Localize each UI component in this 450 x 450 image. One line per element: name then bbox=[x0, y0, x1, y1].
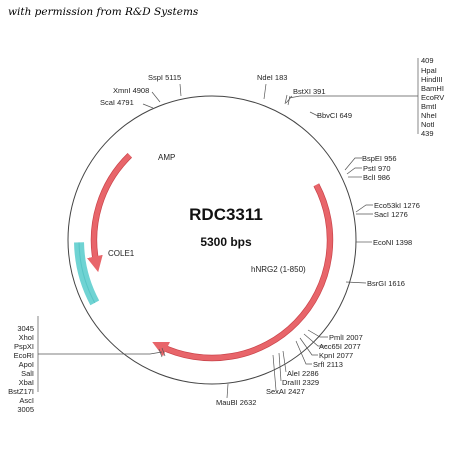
svg-text:XmnI 4908: XmnI 4908 bbox=[113, 86, 149, 95]
site-bsrgi: BsrGI 1616 bbox=[345, 279, 405, 288]
mcs-marker-bottom bbox=[158, 347, 166, 358]
site-bcli: BclI 986 bbox=[363, 173, 390, 182]
plasmid-name: RDC3311 bbox=[189, 205, 263, 224]
feature-layer bbox=[74, 153, 334, 362]
svg-text:EcoNI 1398: EcoNI 1398 bbox=[373, 238, 412, 247]
site-bspei: BspEI 956 bbox=[362, 154, 397, 163]
site-acc65i: Acc65I 2077 bbox=[319, 342, 361, 351]
site-group-eco53ki: Eco53kI 1276 SacI 1276 bbox=[355, 201, 420, 219]
mcs-right-block: 409 HpaI HindIII BamHI EcoRV BmtI NheI N… bbox=[288, 56, 444, 138]
mcs-left-8: AscI bbox=[19, 396, 34, 405]
site-psti: PstI 970 bbox=[363, 164, 391, 173]
feature-arc-edge-cole1 bbox=[78, 242, 96, 304]
mcs-left-1: XhoI bbox=[19, 333, 34, 342]
mcs-right-7: NotI bbox=[421, 120, 435, 129]
mcs-left-0: 3045 bbox=[17, 324, 34, 333]
mcs-left-7: BstZ17I bbox=[8, 387, 34, 396]
mcs-marker-top bbox=[284, 94, 291, 106]
svg-text:SspI 5115: SspI 5115 bbox=[148, 73, 181, 82]
svg-text:MauBI 2632: MauBI 2632 bbox=[216, 398, 256, 407]
site-group-bottom-right: PmlI 2007 Acc65I 2077 KpnI 2077 SrfI 211… bbox=[295, 329, 363, 369]
site-sexai: SexAI 2427 bbox=[266, 387, 305, 396]
mcs-right-0: 409 bbox=[421, 56, 434, 65]
feature-arc-amp bbox=[87, 153, 132, 273]
feature-label-hnrg2: hNRG2 (1-850) bbox=[251, 265, 306, 274]
mcs-right-3: BamHI bbox=[421, 84, 444, 93]
mcs-right-6: NheI bbox=[421, 111, 437, 120]
svg-text:BstXI 391: BstXI 391 bbox=[293, 87, 326, 96]
feature-arc-hnrg2 bbox=[152, 183, 333, 361]
mcs-right-5: BmtI bbox=[421, 102, 436, 111]
feature-label-cole1: COLE1 bbox=[108, 249, 135, 258]
site-eco53ki: Eco53kI 1276 bbox=[374, 201, 420, 210]
feature-label-amp: AMP bbox=[158, 153, 175, 162]
site-alei: AleI 2286 bbox=[287, 369, 319, 378]
mcs-right-4: EcoRV bbox=[421, 93, 444, 102]
site-pmli: PmlI 2007 bbox=[329, 333, 363, 342]
site-maubi: MauBI 2632 bbox=[216, 383, 256, 407]
mcs-left-3: EcoRI bbox=[14, 351, 34, 360]
site-bstxi: BstXI 391 bbox=[285, 87, 326, 104]
site-sspi: SspI 5115 bbox=[148, 73, 182, 97]
plasmid-backbone bbox=[67, 95, 357, 385]
site-group-bottom: AleI 2286 DraIII 2329 SexAI 2427 bbox=[266, 350, 319, 396]
svg-text:BbvCI 649: BbvCI 649 bbox=[317, 111, 352, 120]
mcs-right-1: HpaI bbox=[421, 66, 437, 75]
site-ndei: NdeI 183 bbox=[257, 73, 287, 100]
svg-text:NdeI 183: NdeI 183 bbox=[257, 73, 287, 82]
site-saci: SacI 1276 bbox=[374, 210, 408, 219]
site-group-bspei: BspEI 956 PstI 970 BclI 986 bbox=[344, 154, 397, 182]
site-srfi: SrfI 2113 bbox=[313, 360, 343, 369]
mcs-left-2: PspXI bbox=[14, 342, 34, 351]
mcs-left-4: ApoI bbox=[19, 360, 34, 369]
mcs-left-block: 3045 XhoI PspXI EcoRI ApoI SalI XbaI Bst… bbox=[8, 316, 163, 414]
site-scai: ScaI 4791 bbox=[100, 98, 154, 109]
mcs-left-9: 3005 bbox=[17, 405, 34, 414]
site-kpni: KpnI 2077 bbox=[319, 351, 353, 360]
svg-text:ScaI 4791: ScaI 4791 bbox=[100, 98, 134, 107]
mcs-right-2: HindIII bbox=[421, 75, 443, 84]
site-draiii: DraIII 2329 bbox=[282, 378, 319, 387]
mcs-right-8: 439 bbox=[421, 129, 434, 138]
permission-caption: with permission from R&D Systems bbox=[8, 6, 199, 18]
plasmid-size: 5300 bps bbox=[200, 235, 252, 249]
svg-text:BsrGI 1616: BsrGI 1616 bbox=[367, 279, 405, 288]
site-xmni: XmnI 4908 bbox=[113, 86, 161, 103]
site-econi: EcoNI 1398 bbox=[356, 238, 412, 247]
site-bbvci: BbvCI 649 bbox=[309, 111, 352, 120]
mcs-left-6: XbaI bbox=[19, 378, 34, 387]
mcs-left-5: SalI bbox=[21, 369, 34, 378]
